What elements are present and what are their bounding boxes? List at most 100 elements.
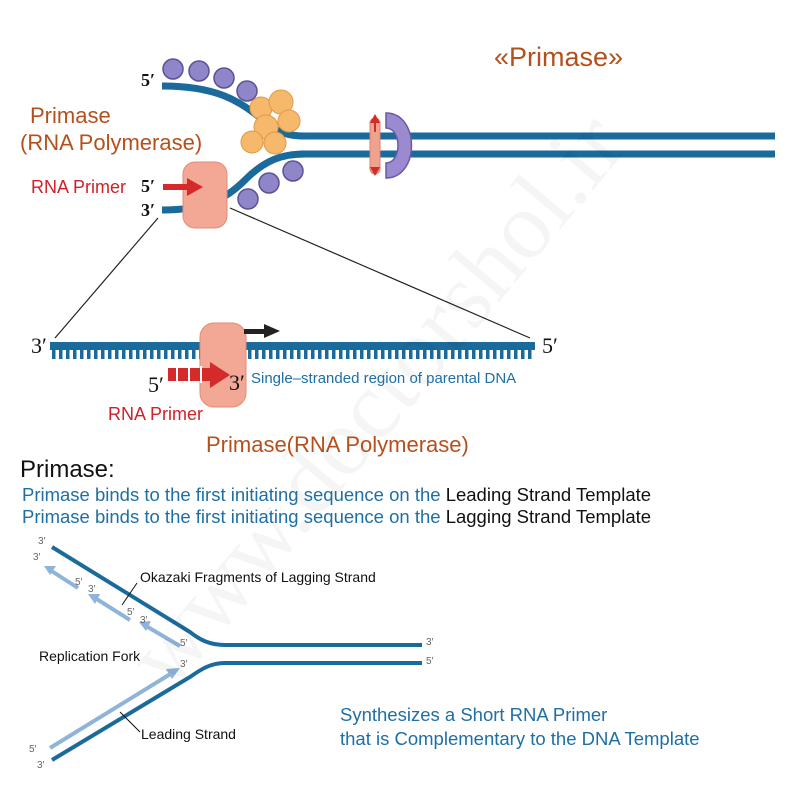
- single-stranded-region-label: Single–stranded region of parental DNA: [251, 370, 517, 387]
- okazaki-fragment: [139, 621, 182, 648]
- zoom-primer-3: 3′: [229, 370, 245, 395]
- dna-base: [360, 350, 364, 359]
- dna-base: [325, 350, 329, 359]
- dna-base: [374, 350, 378, 359]
- dna-base: [171, 350, 175, 359]
- text-line-1-blue: Primase binds to the first initiating se…: [22, 484, 446, 505]
- dna-base: [409, 350, 413, 359]
- dna-base: [73, 350, 77, 359]
- leading-strand-label: Leading Strand: [141, 726, 236, 742]
- dna-base: [192, 350, 196, 359]
- okazaki-callout-line: [121, 582, 138, 606]
- text-line-2: Primase binds to the first initiating se…: [22, 506, 651, 528]
- dna-base: [94, 350, 98, 359]
- lagging-template-strand: [50, 545, 422, 647]
- fork-frag1-3: 3′: [88, 584, 96, 595]
- zoom-primer-5: 5′: [148, 372, 164, 397]
- leading-strand: [48, 671, 174, 750]
- okazaki-fragment: [44, 566, 80, 590]
- ssb-protein: [162, 58, 184, 80]
- ssb-protein: [188, 60, 210, 82]
- zoom-end-3-left: 3′: [31, 333, 47, 358]
- dna-base: [521, 350, 525, 359]
- rna-primer-arrowhead-top: [187, 178, 203, 196]
- fork-frag2-3: 3′: [140, 615, 148, 626]
- rna-primer-label-top: RNA Primer: [31, 177, 127, 197]
- strand-end-5-top: 5′: [141, 70, 156, 90]
- dna-base: [164, 350, 168, 359]
- dna-base: [339, 350, 343, 359]
- dna-base: [248, 350, 252, 359]
- dna-base: [122, 350, 126, 359]
- single-stranded-dna: [50, 342, 535, 350]
- dna-base: [290, 350, 294, 359]
- primase-body-top: [182, 161, 228, 229]
- dna-base: [115, 350, 119, 359]
- caption-line-2: that is Complementary to the DNA Templat…: [340, 728, 700, 749]
- dna-base: [395, 350, 399, 359]
- zoom-end-5-right: 5′: [542, 333, 558, 358]
- text-line-2-black: Lagging Strand Template: [445, 506, 652, 527]
- dna-base: [500, 350, 504, 359]
- top-fork-panel: [54, 58, 775, 339]
- dna-base: [185, 350, 189, 359]
- primase-label-line2: (RNA Polymerase): [20, 130, 203, 155]
- dna-base: [262, 350, 266, 359]
- primase-label-zoom: Primase(RNA Polymerase): [206, 432, 469, 457]
- text-heading: Primase:: [20, 456, 115, 483]
- dna-base: [451, 350, 455, 359]
- text-line-1: Primase binds to the first initiating se…: [22, 484, 651, 506]
- okazaki-fragment: [88, 594, 132, 622]
- dna-base: [283, 350, 287, 359]
- rna-primer-arrowhead-zoom: [210, 362, 230, 388]
- zoom-panel: [50, 322, 535, 408]
- leading-callout-line: [119, 711, 141, 733]
- dna-base: [402, 350, 406, 359]
- fork-end-right-bottom-5: 5′: [426, 656, 434, 667]
- dna-base: [472, 350, 476, 359]
- dna-base: [388, 350, 392, 359]
- dna-base: [430, 350, 434, 359]
- dna-base: [493, 350, 497, 359]
- ssb-protein: [236, 80, 258, 102]
- leading-strand-arrowhead: [166, 668, 180, 679]
- dna-base: [514, 350, 518, 359]
- dna-bases: [52, 350, 532, 359]
- dna-base: [318, 350, 322, 359]
- dna-base: [129, 350, 133, 359]
- dna-base: [444, 350, 448, 359]
- fork-end-bottom-outer-3: 3′: [37, 760, 45, 771]
- fork-frag1-5: 5′: [75, 577, 83, 588]
- dna-base: [87, 350, 91, 359]
- dna-base: [255, 350, 259, 359]
- zoom-line-left: [54, 217, 159, 339]
- zoom-line-right: [229, 207, 531, 339]
- dna-base: [276, 350, 280, 359]
- dna-base: [416, 350, 420, 359]
- dna-base: [66, 350, 70, 359]
- dna-base: [143, 350, 147, 359]
- fork-end-top-inner-3: 3′: [33, 552, 41, 563]
- helicase: [369, 112, 413, 179]
- dna-base: [479, 350, 483, 359]
- dna-base: [304, 350, 308, 359]
- dna-base: [423, 350, 427, 359]
- movement-arrow-shaft: [244, 329, 266, 334]
- dna-base: [101, 350, 105, 359]
- dna-base: [157, 350, 161, 359]
- fork-leading-primer-3: 3′: [180, 659, 188, 670]
- dna-base: [486, 350, 490, 359]
- text-line-1-black: Leading Strand Template: [445, 484, 652, 505]
- dna-base: [297, 350, 301, 359]
- fork-frag3-5: 5′: [180, 638, 188, 649]
- primase-cluster: [240, 89, 301, 155]
- dna-base: [136, 350, 140, 359]
- dna-base: [332, 350, 336, 359]
- dna-base: [528, 350, 532, 359]
- fork-end-top-outer-3: 3′: [38, 536, 46, 547]
- fork-end-bottom-outer-5: 5′: [29, 744, 37, 755]
- primase-label-line1: Primase: [30, 103, 111, 128]
- movement-arrow-head: [264, 324, 280, 338]
- strand-end-3-primer: 3′: [141, 200, 156, 220]
